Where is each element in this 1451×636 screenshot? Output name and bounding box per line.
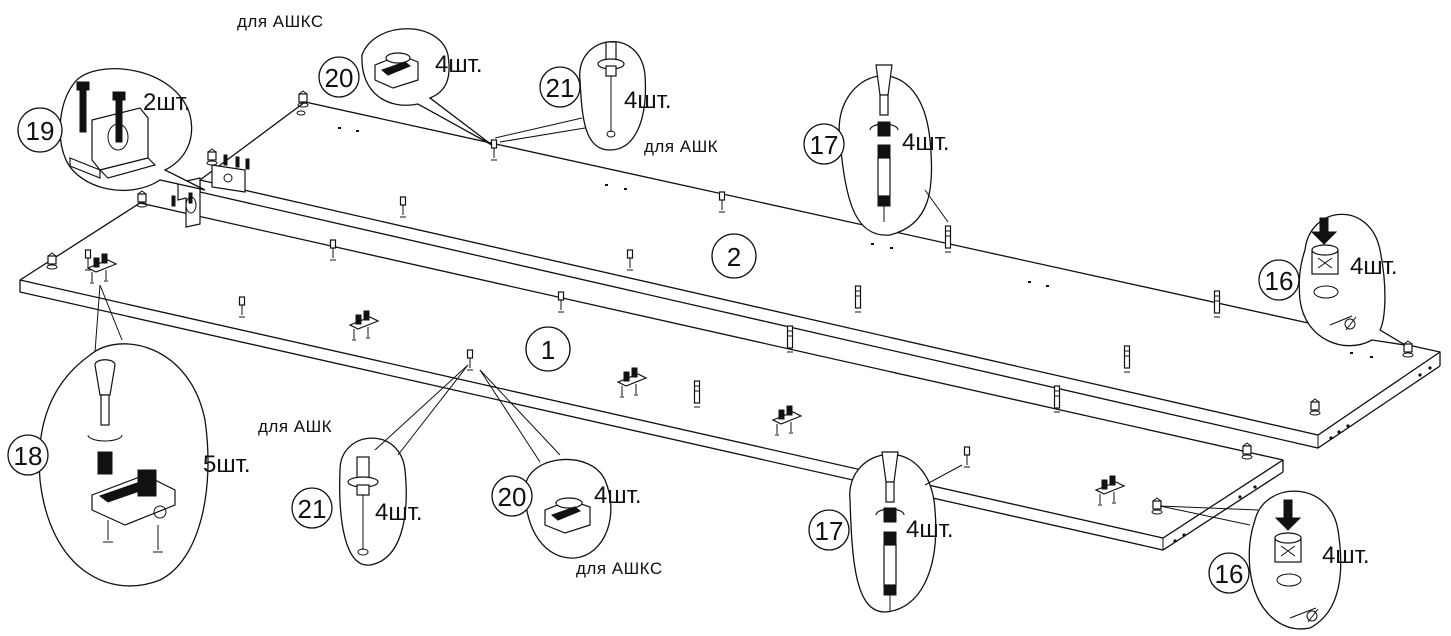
callout-21-top: 21 4шт. для АШК [494, 41, 718, 156]
svg-text:5шт.: 5шт. [203, 451, 251, 478]
svg-text:для АШКС: для АШКС [576, 559, 663, 578]
svg-text:19: 19 [26, 116, 55, 146]
panel-1-number: 1 [525, 326, 571, 372]
svg-text:4шт.: 4шт. [906, 516, 954, 543]
callout-19: 19 2шт. [17, 68, 206, 192]
svg-text:4шт.: 4шт. [1350, 253, 1398, 280]
callout-20-top: для АШКС 20 4шт. [237, 12, 493, 146]
svg-text:4шт.: 4шт. [1322, 542, 1370, 569]
svg-text:4шт.: 4шт. [375, 499, 423, 526]
panel-2-number: 2 [711, 233, 757, 279]
panel-1 [19, 202, 1284, 551]
callout-17-top: 17 4шт. [803, 64, 950, 236]
svg-text:4шт.: 4шт. [624, 87, 672, 114]
callout-16-bottom: 16 4шт. [1159, 490, 1370, 630]
callout-21-bottom: для АШК 21 4шт. [258, 364, 469, 566]
svg-text:для АШК: для АШК [644, 137, 718, 156]
svg-text:2: 2 [727, 242, 741, 272]
svg-text:17: 17 [815, 516, 844, 546]
svg-text:4шт.: 4шт. [902, 129, 950, 156]
svg-text:20: 20 [498, 482, 527, 512]
svg-text:17: 17 [810, 130, 839, 160]
panel-2-hardware [171, 90, 1414, 416]
svg-text:21: 21 [546, 73, 575, 103]
svg-text:16: 16 [1265, 266, 1294, 296]
svg-text:16: 16 [1215, 559, 1244, 589]
callout-17-bottom: 17 4шт. [808, 451, 963, 613]
callout-18: 18 5шт. [7, 284, 251, 587]
svg-text:4шт.: 4шт. [435, 51, 483, 78]
svg-text:21: 21 [298, 494, 327, 524]
svg-text:20: 20 [325, 63, 354, 93]
svg-text:1: 1 [541, 335, 555, 365]
callout-20-bottom: 20 4шт. для АШКС [479, 369, 663, 578]
svg-text:18: 18 [14, 441, 43, 471]
svg-text:для АШК: для АШК [258, 417, 332, 436]
svg-text:4шт.: 4шт. [594, 482, 642, 509]
svg-text:для АШКС: для АШКС [237, 12, 324, 31]
svg-text:2шт.: 2шт. [143, 89, 191, 116]
callout-16-top: 16 4шт. [1258, 213, 1406, 347]
